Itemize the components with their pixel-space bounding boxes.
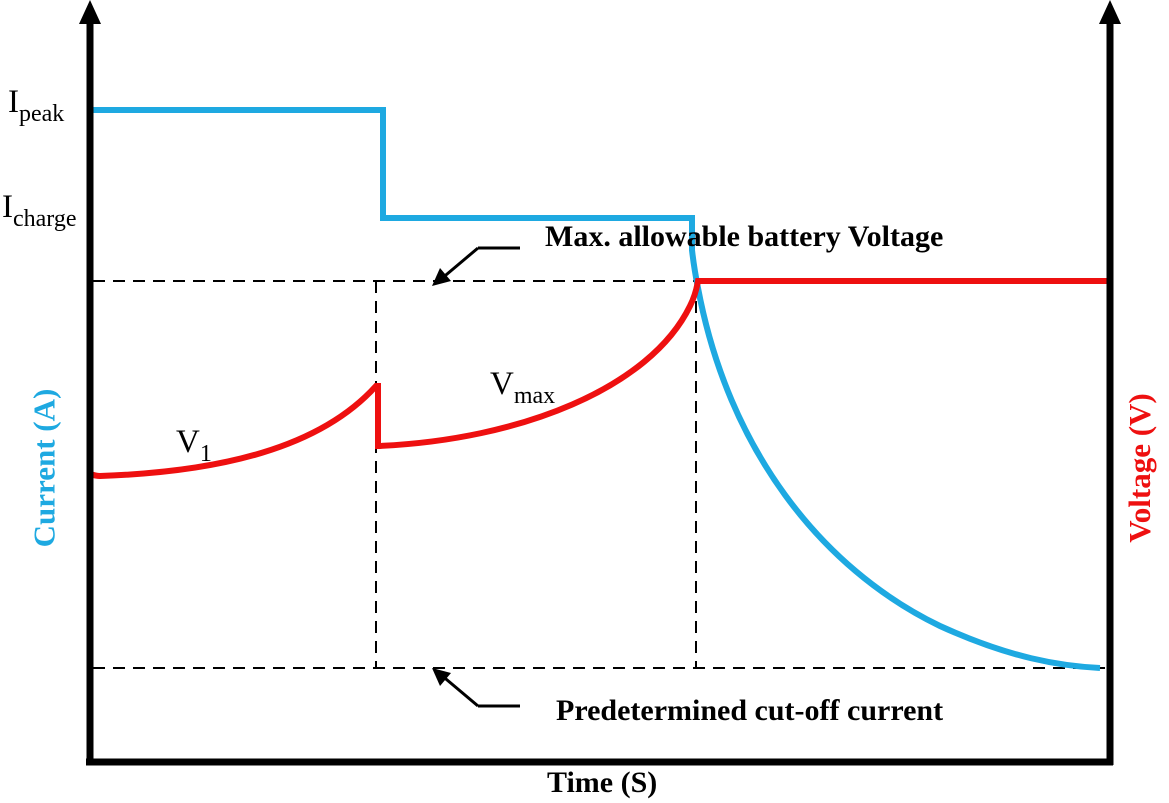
y-axis-left-label: Current (A) <box>25 388 61 548</box>
left-axis-arrowhead-icon <box>79 0 101 24</box>
i-charge-label: Icharge <box>2 189 77 232</box>
x-axis-label: Time (S) <box>547 766 658 799</box>
v1-main: V <box>176 424 200 460</box>
cutoff-arrow-icon <box>432 668 520 708</box>
i-peak-main: I <box>8 84 19 120</box>
max-voltage-annotation: Max. allowable battery Voltage <box>545 220 944 253</box>
voltage-curve <box>87 278 1107 628</box>
right-axis <box>1099 0 1121 765</box>
max-voltage-arrow-icon <box>432 246 520 286</box>
vmax-label: Vmax <box>490 366 555 409</box>
v1-label: V1 <box>176 424 212 467</box>
i-peak-label: Ipeak <box>8 84 64 127</box>
left-axis <box>79 0 101 765</box>
y-axis-right-label: Voltage (V) <box>1121 393 1157 543</box>
cutoff-annotation: Predetermined cut-off current <box>556 694 944 727</box>
right-axis-arrowhead-icon <box>1099 0 1121 24</box>
vmax-main: V <box>490 366 514 402</box>
vmax-sub: max <box>513 383 556 409</box>
i-charge-sub: charge <box>13 206 77 232</box>
i-peak-sub: peak <box>19 101 65 127</box>
current-curve <box>93 107 1101 671</box>
i-charge-main: I <box>2 189 13 225</box>
v1-sub: 1 <box>199 441 212 467</box>
